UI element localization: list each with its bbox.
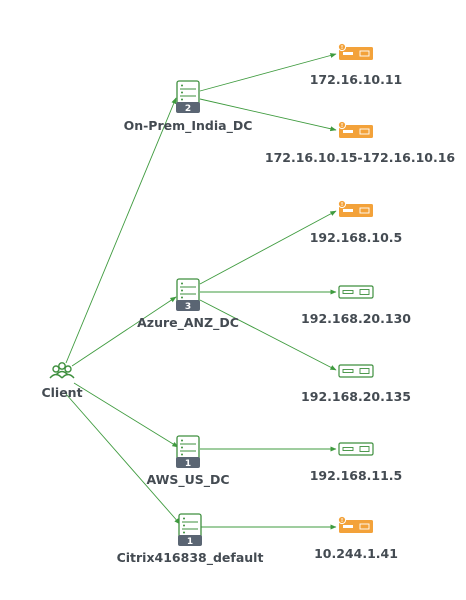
datacenter-label: Citrix416838_default (117, 550, 264, 566)
appliance-warning-icon: ! (337, 199, 373, 217)
count-badge-text: 2 (185, 104, 191, 114)
edge-india-app1 (199, 53, 337, 92)
appliance-warning-icon: ! (337, 120, 373, 138)
appliance-label: 192.168.20.130 (301, 311, 411, 326)
count-badge-text: 1 (185, 459, 191, 469)
appliance-icon (338, 285, 374, 299)
appliance-node-3[interactable]: ! 192.168.10.5 (310, 199, 403, 245)
edge-india-app2 (199, 98, 337, 132)
appliance-label: 192.168.10.5 (310, 230, 403, 245)
datacenter-node-aws[interactable]: 1 AWS_US_DC (146, 435, 230, 488)
datacenter-node-india[interactable]: 2 On-Prem_India_DC (124, 80, 253, 134)
server-rack-icon (176, 278, 200, 305)
appliance-node-5[interactable]: 192.168.20.135 (301, 364, 411, 404)
server-rack-icon (178, 513, 202, 540)
count-badge-text: 3 (185, 302, 191, 312)
appliance-label: 10.244.1.41 (314, 546, 398, 561)
appliance-label: 192.168.20.135 (301, 389, 411, 404)
edge-azure-app3 (199, 210, 337, 285)
svg-text:!: ! (341, 202, 343, 208)
appliance-warning-icon: ! (337, 42, 373, 60)
appliance-label: 192.168.11.5 (310, 468, 403, 483)
appliance-node-2[interactable]: ! 172.16.10.15-172.16.10.16 (265, 120, 456, 165)
count-badge (176, 457, 200, 468)
appliance-warning-icon: ! (337, 515, 373, 533)
appliance-label: 172.16.10.15-172.16.10.16 (265, 150, 456, 165)
svg-text:!: ! (341, 518, 343, 524)
appliance-node-7[interactable]: ! 10.244.1.41 (314, 515, 398, 561)
users-group-icon (49, 362, 75, 379)
appliance-icon (338, 364, 374, 378)
edge-client-india (65, 97, 177, 364)
appliance-node-6[interactable]: 192.168.11.5 (310, 442, 403, 483)
appliance-icon (338, 442, 374, 456)
datacenter-node-azure[interactable]: 3 Azure_ANZ_DC (137, 278, 239, 331)
count-badge (176, 300, 200, 311)
svg-text:!: ! (341, 123, 343, 129)
datacenter-node-citrix[interactable]: 1 Citrix416838_default (117, 513, 264, 566)
client-node[interactable]: Client (41, 362, 83, 400)
count-badge (176, 102, 200, 113)
count-badge (178, 535, 202, 546)
edge-client-azure (71, 296, 177, 367)
edge-azure-app5 (199, 299, 337, 371)
count-badge-text: 1 (187, 537, 193, 547)
datacenter-label: On-Prem_India_DC (124, 118, 253, 134)
appliance-label: 172.16.10.11 (310, 72, 403, 87)
appliance-node-4[interactable]: 192.168.20.130 (301, 285, 411, 326)
edge-client-citrix (65, 393, 181, 525)
datacenter-label: AWS_US_DC (146, 472, 229, 488)
edges (65, 53, 337, 530)
datacenter-label: Azure_ANZ_DC (137, 315, 239, 331)
client-label: Client (41, 385, 82, 400)
svg-text:!: ! (341, 45, 343, 51)
appliance-node-1[interactable]: ! 172.16.10.11 (310, 42, 403, 87)
edge-client-aws (73, 382, 179, 448)
